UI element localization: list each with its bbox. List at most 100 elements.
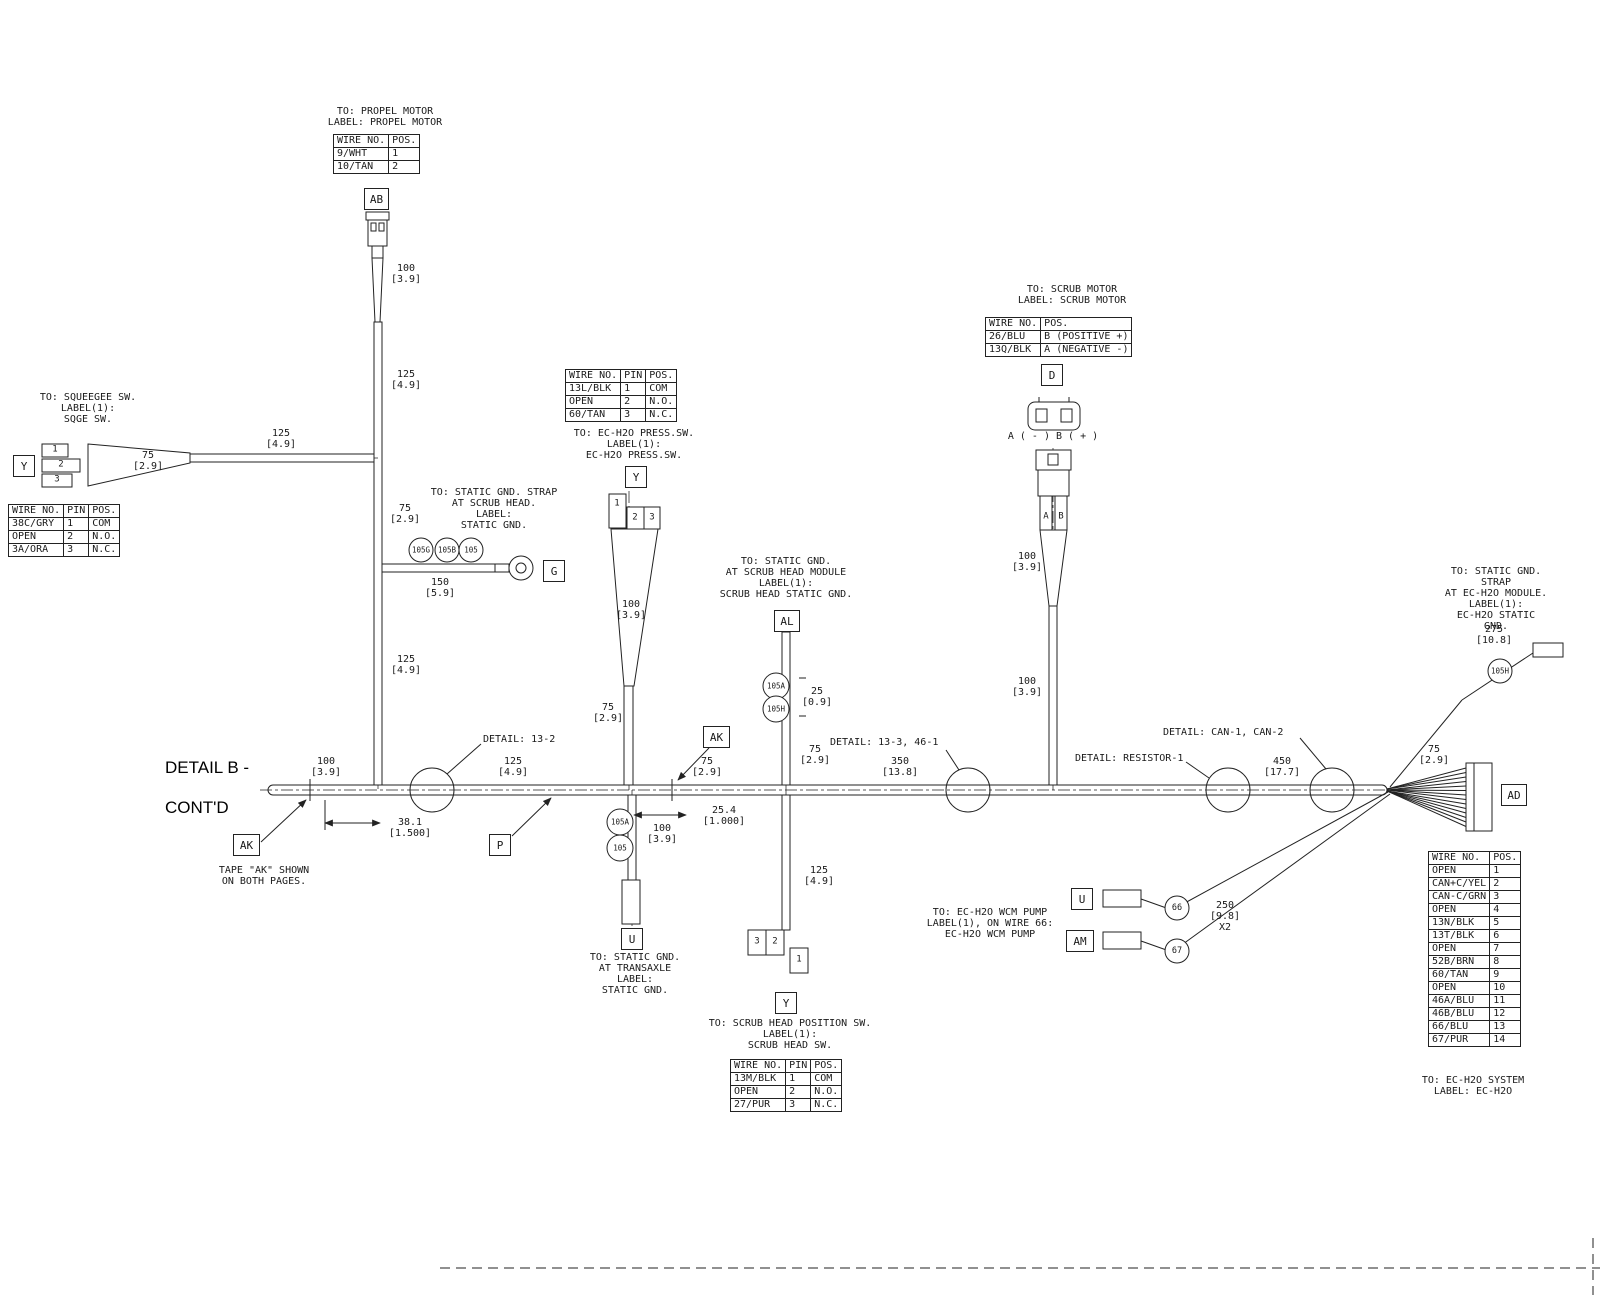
splice-105h-module: 105H	[766, 704, 786, 714]
press-pin-2: 2	[632, 512, 638, 523]
connector-label-u-transaxle: U	[621, 928, 643, 950]
splice-105h-ech2o: 105H	[1490, 666, 1510, 676]
table-cell: B (POSITIVE +)	[1040, 330, 1133, 344]
table-cell: 1	[388, 147, 421, 161]
table-cell: 1	[785, 1072, 812, 1086]
table-cell: POS.	[388, 134, 421, 148]
table-cell: 26/BLU	[984, 330, 1042, 344]
table-cell: 13	[1489, 1020, 1522, 1034]
table-cell: OPEN	[7, 530, 65, 544]
table-cell: 9	[1489, 968, 1522, 982]
dim-module-25: 25 [0.9]	[801, 686, 833, 708]
sheet-border	[440, 1238, 1600, 1295]
table-cell: 60/TAN	[1427, 968, 1491, 982]
table-cell: WIRE NO.	[984, 317, 1042, 331]
table-cell: 3	[785, 1098, 812, 1112]
table-cell: POS.	[645, 369, 678, 383]
splice-105a-transaxle: 105A	[610, 817, 630, 827]
table-cell: N.O.	[810, 1085, 843, 1099]
table-cell: 60/TAN	[564, 408, 622, 422]
callout-propel-motor: TO: PROPEL MOTOR LABEL: PROPEL MOTOR	[327, 106, 443, 128]
callout-static-gnd-scrub-module: TO: STATIC GND. AT SCRUB HEAD MODULE LAB…	[719, 556, 853, 600]
splice-105: 105	[464, 545, 478, 555]
wcm-pump-branch	[1102, 791, 1391, 964]
table-cell: 5	[1489, 916, 1522, 930]
callout-ech2o-press-switch: TO: EC-H2O PRESS.SW. LABEL(1): EC-H2O PR…	[573, 428, 695, 461]
dim-press-100: 100 [3.9]	[615, 599, 647, 621]
table-cell: 6	[1489, 929, 1522, 943]
dim-tape-100: 100 [3.9]	[646, 823, 678, 845]
static-ground-strap-branch	[381, 537, 534, 581]
dim-main-450: 450 [17.7]	[1263, 756, 1301, 778]
table-cell: POS.	[1489, 851, 1522, 865]
connector-label-ak-left: AK	[233, 834, 260, 856]
table-cell: A (NEGATIVE -)	[1040, 343, 1133, 357]
table-cell: PIN	[63, 504, 90, 518]
table-cell: 13T/BLK	[1427, 929, 1491, 943]
table-cell: COM	[88, 517, 121, 531]
dim-squeegee-75: 75 [2.9]	[132, 450, 164, 472]
dim-motor-100b: 100 [3.9]	[1011, 676, 1043, 698]
dim-main-100: 100 [3.9]	[310, 756, 342, 778]
dimension-and-leader-lines	[260, 747, 710, 843]
table-cell: OPEN	[1427, 981, 1491, 995]
callout-squeegee-switch: TO: SQUEEGEE SW. LABEL(1): SQGE SW.	[39, 392, 137, 425]
table-cell: N.C.	[88, 543, 121, 557]
callout-static-gnd-transaxle: TO: STATIC GND. AT TRANSAXLE LABEL: STAT…	[589, 952, 681, 996]
table-cell: WIRE NO.	[564, 369, 622, 383]
table-cell: PIN	[785, 1059, 812, 1073]
splice-105-transaxle: 105	[613, 843, 627, 853]
connector-label-am: AM	[1066, 930, 1094, 952]
connector-label-ad: AD	[1501, 784, 1527, 806]
table-cell: 13M/BLK	[729, 1072, 787, 1086]
scrub-head-switch-branch	[747, 790, 809, 974]
table-cell: OPEN	[729, 1085, 787, 1099]
table-cell: 3A/ORA	[7, 543, 65, 557]
squeegee-pin-3: 3	[54, 474, 60, 485]
table-cell: 2	[388, 160, 421, 174]
connector-label-u-pump: U	[1071, 888, 1093, 910]
table-cell: POS.	[1040, 317, 1133, 331]
scrub-head-pin-1: 1	[796, 954, 802, 965]
table-cell: 3	[63, 543, 90, 557]
table-cell: CAN-C/GRN	[1427, 890, 1491, 904]
wire-67-circle: 67	[1171, 945, 1183, 956]
connector-label-y-scrub-head: Y	[775, 992, 797, 1014]
table-cell: POS.	[88, 504, 121, 518]
splice-105g: 105G	[411, 545, 431, 555]
table-cell: COM	[645, 382, 678, 396]
dim-main-75a: 75 [2.9]	[691, 756, 723, 778]
dim-propel-125b: 125 [4.9]	[390, 654, 422, 676]
squeegee-pin-2: 2	[58, 459, 64, 470]
table-cell: OPEN	[1427, 942, 1491, 956]
table-cell: 11	[1489, 994, 1522, 1008]
table-cell: 27/PUR	[729, 1098, 787, 1112]
motor-terminal-b: B	[1058, 511, 1064, 522]
table-cell: N.C.	[645, 408, 678, 422]
scrub-head-pin-2: 2	[772, 936, 778, 947]
table-cell: 52B/BRN	[1427, 955, 1491, 969]
connector-label-ak-top: AK	[703, 726, 730, 748]
table-cell: 10/TAN	[332, 160, 390, 174]
motor-terminal-a: A	[1043, 511, 1049, 522]
press-switch-branch	[608, 470, 661, 790]
propel-motor-branch	[365, 211, 390, 790]
connector-label-al: AL	[774, 610, 800, 632]
detail-label-resistor-1: DETAIL: RESISTOR-1	[1075, 753, 1184, 764]
table-cell: 4	[1489, 903, 1522, 917]
table-cell: OPEN	[564, 395, 622, 409]
table-cell: 8	[1489, 955, 1522, 969]
table-cell: 1	[620, 382, 647, 396]
dim-ec-module-275: 275 [10.8]	[1475, 624, 1513, 646]
dim-strap-150: 150 [5.9]	[424, 577, 456, 599]
note-tape-ak: TAPE "AK" SHOWN ON BOTH PAGES.	[218, 865, 310, 887]
transaxle-ground-branch	[606, 790, 641, 926]
dim-scrub-head-125: 125 [4.9]	[803, 865, 835, 887]
table-cell: POS.	[810, 1059, 843, 1073]
dim-motor-100a: 100 [3.9]	[1011, 551, 1043, 573]
